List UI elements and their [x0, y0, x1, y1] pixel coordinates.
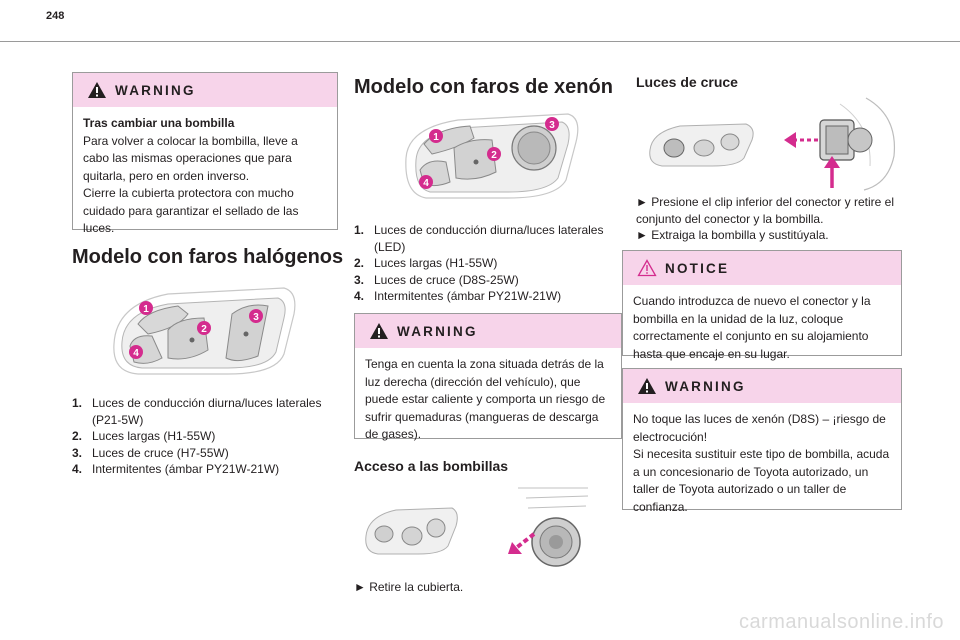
warning-body: Tras cambiar una bombilla Para volver a …: [73, 107, 337, 246]
xenon-heading: Modelo con faros de xenón: [354, 76, 613, 98]
bulb-access-heading: Acceso a las bombillas: [354, 458, 509, 474]
notice-box: NOTICE Cuando introduzca de nuevo el con…: [622, 250, 902, 361]
halogen-heading: Modelo con faros halógenos: [72, 246, 344, 268]
footer-watermark: carmanualsonline.info: [738, 611, 944, 633]
connector-removal-illustration: [784, 97, 896, 191]
warning-body: Tenga en cuenta la zona situada detrás d…: [355, 348, 621, 452]
xenon-headlamp-illustration: 1 2 3 4: [405, 113, 579, 199]
warning-label: WARNING: [115, 82, 196, 98]
warning-box-xenon: WARNING No toque las luces de xenón (D8S…: [622, 368, 902, 514]
warning-header: WARNING: [73, 73, 337, 107]
list-item: 1.Luces de conducción diurna/luces later…: [354, 223, 604, 254]
warning-triangle-icon: [88, 82, 106, 98]
warning-triangle-icon: [638, 378, 656, 394]
warning-header: WARNING: [623, 369, 901, 403]
list-item: 3.Luces de cruce (D8S-25W): [354, 272, 519, 287]
connector-steps: ► Presione el clip inferior del conector…: [636, 195, 894, 242]
halogen-bulb-list: 1.Luces de conducción diurna/luces later…: [72, 395, 336, 478]
warning-text: Tenga en cuenta la zona situada detrás d…: [365, 357, 606, 441]
remove-cover-step: ► Retire la cubierta.: [354, 580, 464, 594]
svg-text:3: 3: [253, 312, 259, 323]
warning-box-hot-area: WARNING Tenga en cuenta la zona situada …: [354, 313, 622, 441]
warning-body: No toque las luces de xenón (D8S) – ¡rie…: [623, 403, 901, 524]
warning-title: Tras cambiar una bombilla: [83, 116, 235, 130]
notice-header: NOTICE: [623, 251, 901, 285]
page-number: 248: [46, 10, 65, 22]
svg-text:4: 4: [133, 348, 139, 359]
list-item: 4.Intermitentes (ámbar PY21W-21W): [354, 289, 562, 303]
headlamp-front-illustration: [365, 507, 458, 555]
list-item: 4.Intermitentes (ámbar PY21W-21W): [72, 462, 280, 476]
list-item: 2.Luces largas (H1-55W): [72, 429, 216, 443]
low-beam-heading: Luces de cruce: [636, 74, 738, 90]
warning-text: No toque las luces de xenón (D8S) – ¡rie…: [633, 412, 890, 514]
svg-text:2: 2: [201, 324, 207, 335]
list-item: 1.Luces de conducción diurna/luces later…: [72, 396, 322, 427]
svg-text:3: 3: [549, 120, 555, 131]
list-item: 3.Luces de cruce (H7-55W): [72, 445, 229, 460]
warning-box-bulb-change: WARNING Tras cambiar una bombilla Para v…: [72, 72, 338, 235]
svg-text:1: 1: [143, 304, 149, 315]
headlamp-small-illustration: [649, 123, 754, 167]
svg-text:4: 4: [423, 178, 429, 189]
warning-label: WARNING: [665, 378, 746, 394]
svg-text:2: 2: [491, 150, 497, 161]
notice-triangle-icon: [637, 259, 657, 277]
svg-text:1: 1: [433, 132, 439, 143]
cover-removal-illustration: [508, 487, 589, 567]
top-rule: [0, 41, 960, 42]
notice-body: Cuando introduzca de nuevo el conector y…: [623, 285, 901, 371]
notice-text: Cuando introduzca de nuevo el conector y…: [633, 294, 871, 361]
warning-triangle-icon: [370, 323, 388, 339]
warning-header: WARNING: [355, 314, 621, 348]
notice-label: NOTICE: [665, 260, 730, 276]
xenon-bulb-list: 1.Luces de conducción diurna/luces later…: [354, 222, 608, 305]
warning-text: Para volver a colocar la bombilla, lleve…: [83, 133, 299, 236]
warning-label: WARNING: [397, 323, 478, 339]
list-item: 2.Luces largas (H1-55W): [354, 256, 498, 270]
halogen-headlamp-illustration: 1 2 3 4: [113, 287, 296, 375]
